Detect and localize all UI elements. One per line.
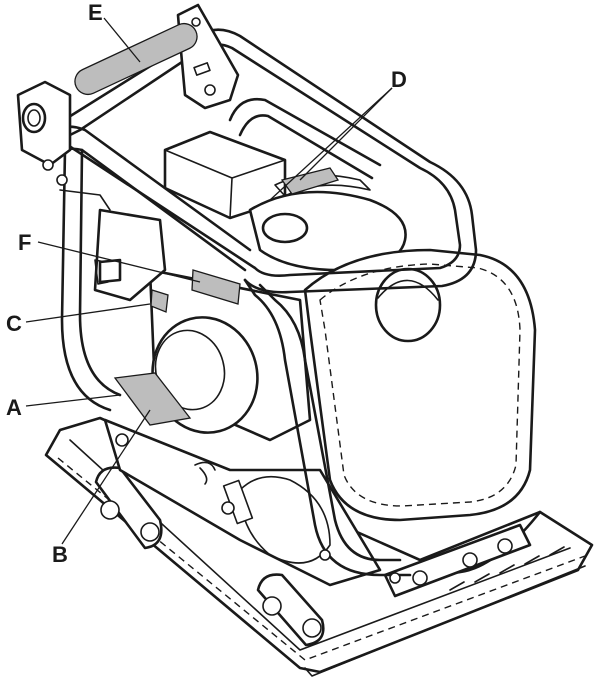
exciter-housing (103, 418, 382, 587)
decal-c (150, 289, 169, 313)
decal-f (191, 269, 241, 305)
callout-c: C (6, 311, 22, 336)
leader-lines (25, 17, 393, 545)
leader-d-2 (269, 87, 393, 201)
decal-d (280, 167, 340, 195)
decals (74, 22, 340, 426)
leader-f (37, 241, 201, 283)
leader-b (61, 409, 151, 545)
leader-d (299, 87, 393, 181)
leader-e (103, 17, 141, 63)
leader-c (25, 303, 151, 323)
base-mounts (94, 466, 532, 647)
decal-e (74, 22, 198, 96)
callout-e: E (88, 0, 103, 25)
leader-a (25, 394, 121, 407)
decal-a (113, 372, 192, 426)
callout-f: F (18, 230, 31, 255)
callout-a: A (6, 395, 22, 420)
callout-b: B (52, 542, 68, 567)
hardware-details (98, 258, 401, 584)
callout-d: D (391, 67, 407, 92)
